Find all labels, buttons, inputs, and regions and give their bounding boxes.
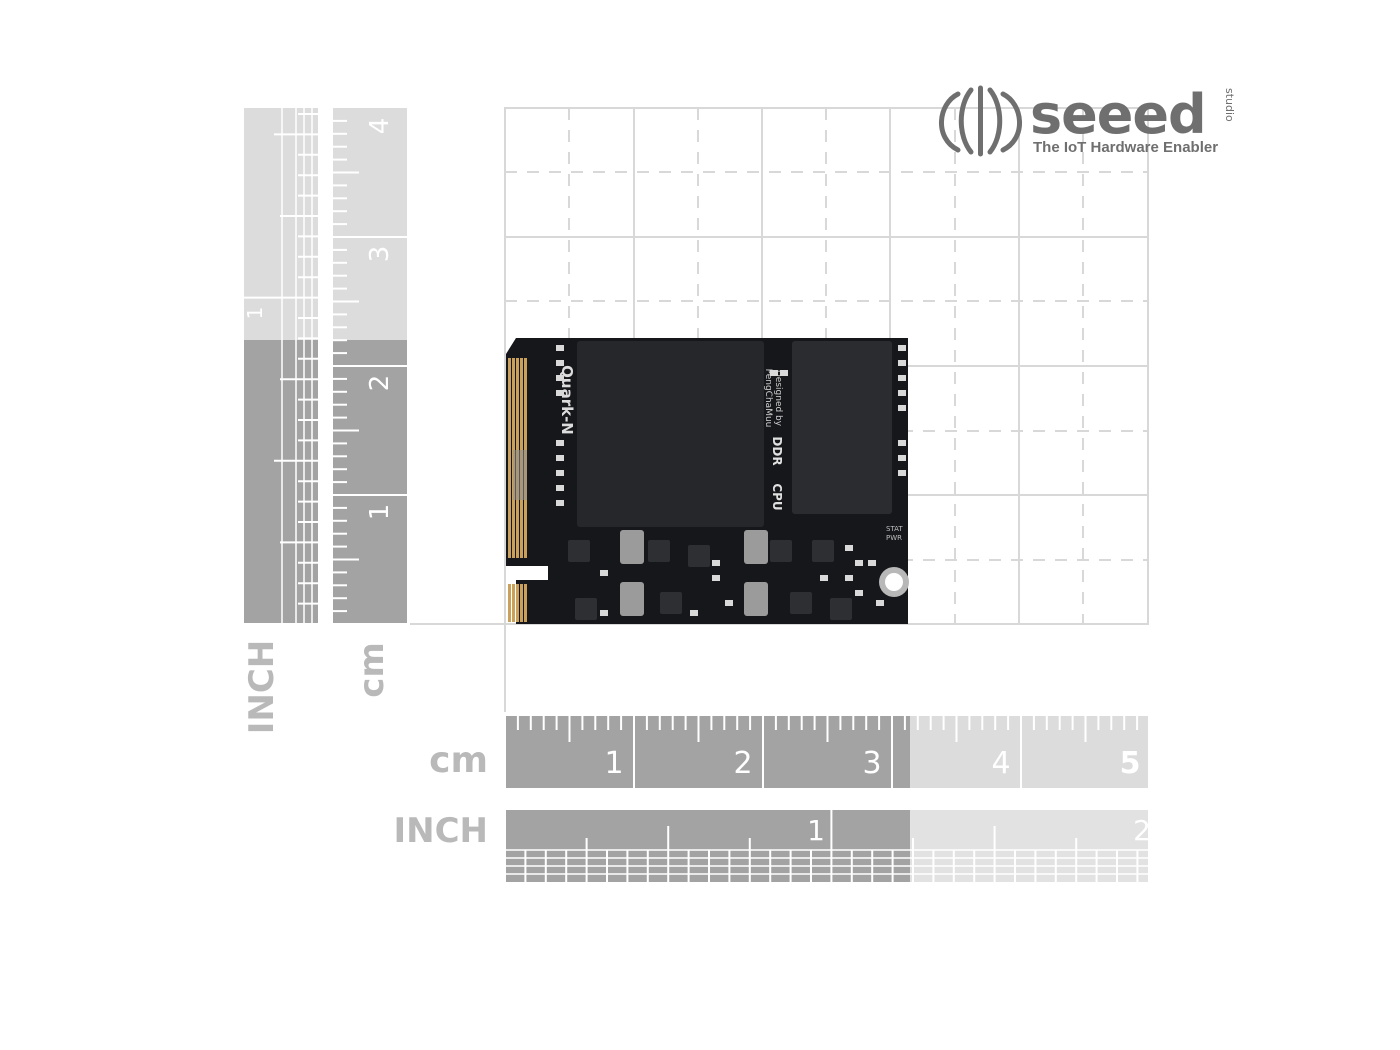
passive-component [898,470,906,476]
vertical-inch-unit-label: INCH [242,640,282,735]
logo-superscript: studio [1223,88,1236,122]
ddr-chip [792,341,892,514]
passive-component [898,405,906,411]
seeed-emblem-icon [939,85,1022,157]
passive-component [600,610,608,616]
passive-component [898,345,906,351]
horizontal-cm-tick-label-5: 5 [1120,746,1141,781]
horizontal-cm-tick-label-4: 4 [991,746,1010,781]
seeed-logo: seeed studio The IoT Hardware Enabler [939,83,1236,157]
designed-by-label: Designed by [773,370,783,427]
ic-chip [575,598,597,620]
passive-component [855,560,863,566]
horizontal-cm-unit-label: cm [429,740,488,781]
horizontal-cm-tick-label-2: 2 [733,746,752,781]
horizontal-inch-ticks [504,810,1148,882]
ic-chip [688,545,710,567]
vertical-inch-tick-label-1: 1 [243,307,267,320]
horizontal-inch-ruler: 1 2 INCH [393,810,1151,882]
ic-chip [648,540,670,562]
passive-component [898,390,906,396]
vertical-inch-ruler: 1 INCH [242,108,318,734]
passive-component [845,575,853,581]
edge-connector-lower [507,584,527,622]
horizontal-cm-tick-label-1: 1 [604,746,623,781]
vertical-cm-ticks [333,119,407,625]
vertical-cm-tick-label-3: 3 [365,246,395,263]
passive-component [898,455,906,461]
passive-component [600,570,608,576]
passive-component [855,590,863,596]
ddr-label: DDR [770,436,784,465]
logo-tagline: The IoT Hardware Enabler [1033,139,1218,156]
designer-label: PengChaMuu [763,369,773,428]
inductor [744,582,768,616]
passive-component [556,360,564,366]
horizontal-cm-tick-label-3: 3 [862,746,881,781]
passive-component [898,440,906,446]
passive-component [556,455,564,461]
ic-chip [790,592,812,614]
passive-component [690,610,698,616]
passive-component [725,600,733,606]
board-name-label: Quark-N [558,365,576,435]
cpu-label: CPU [770,483,784,510]
passive-component [770,370,778,376]
inductor [620,530,644,564]
passive-component [780,370,788,376]
logo-wordmark: seeed [1030,83,1206,146]
stat-label: STAT [886,525,903,533]
horizontal-inch-tick-label-2: 2 [1133,814,1151,847]
ic-chip [770,540,792,562]
passive-component [845,545,853,551]
smd-components [556,345,906,620]
ic-chip [830,598,852,620]
horizontal-inch-unit-label: INCH [393,811,488,851]
passive-component [820,575,828,581]
passive-component [898,360,906,366]
passive-component [556,375,564,381]
passive-component [556,345,564,351]
passive-component [898,375,906,381]
quark-n-board: Quark-N Designed by PengChaMuu DDR CPU S… [506,338,909,624]
vertical-cm-tick-label-4: 4 [365,118,395,135]
vertical-cm-ruler: 1 2 3 4 cm [333,108,407,698]
cpu-chip [577,341,764,527]
passive-component [556,470,564,476]
ic-chip [660,592,682,614]
passive-component [556,440,564,446]
passive-component [712,560,720,566]
horizontal-inch-tick-label-1: 1 [807,814,825,847]
vertical-cm-unit-label: cm [352,642,392,698]
pwr-label: PWR [886,534,902,542]
inductor [620,582,644,616]
passive-component [556,485,564,491]
horizontal-cm-ticks [504,716,1139,788]
passive-component [556,390,564,396]
passive-component [556,500,564,506]
passive-component [876,600,884,606]
horizontal-cm-ruler: 1 2 3 4 5 cm [429,716,1148,788]
vertical-inch-ticks [244,108,318,625]
passive-component [868,560,876,566]
passive-component [712,575,720,581]
ic-chip [812,540,834,562]
vertical-cm-tick-label-1: 1 [365,504,395,521]
inductor [744,530,768,564]
vertical-cm-tick-label-2: 2 [365,375,395,392]
ic-chip [568,540,590,562]
